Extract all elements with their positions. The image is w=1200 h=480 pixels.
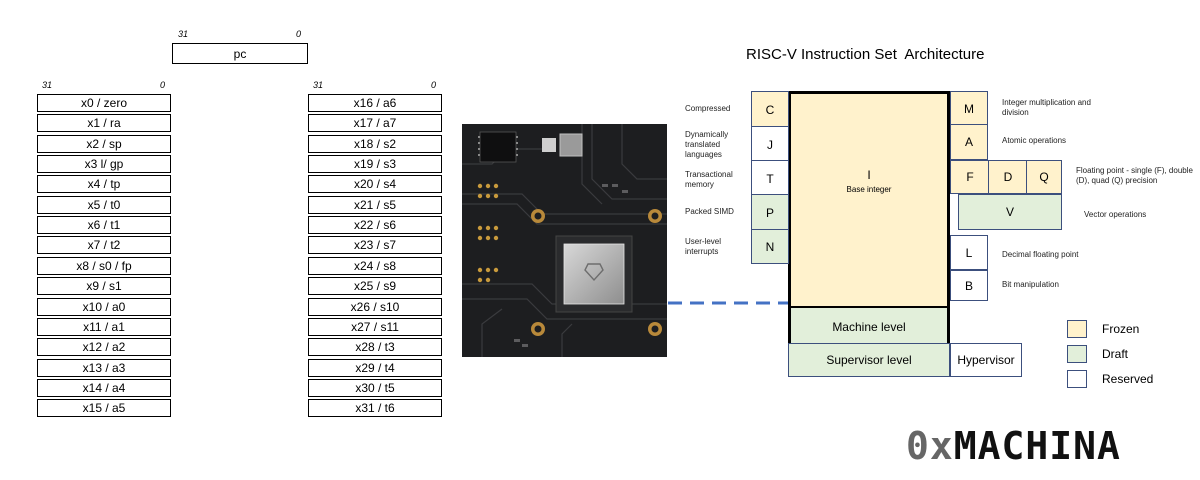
- pc-bit-high: 31: [178, 29, 189, 39]
- ext-b-desc: Bit manipulation: [1002, 280, 1059, 289]
- ext-d-double-float: D: [988, 160, 1028, 194]
- register-cell: x16 / a6: [308, 94, 442, 112]
- hypervisor-block: Hypervisor: [950, 343, 1022, 377]
- ext-m-integer-multiply: M: [950, 91, 988, 126]
- register-cell: x13 / a3: [37, 358, 171, 377]
- ext-a-desc: Atomic operations: [1002, 136, 1067, 145]
- register-cell: x5 / t0: [37, 195, 171, 214]
- ext-p-desc: Packed SIMD: [685, 207, 734, 216]
- register-cell: x28 / t3: [308, 338, 442, 357]
- circuit-board-illustration: [462, 124, 667, 357]
- ext-j-dynamic-translation: J: [751, 126, 789, 163]
- register-cell: x8 / s0 / fp: [37, 256, 171, 275]
- register-cell: x4 / tp: [37, 175, 171, 194]
- logo-prefix: 0x: [906, 424, 954, 468]
- ext-v-desc: Vector operations: [1084, 210, 1147, 219]
- ext-l-desc: Decimal floating point: [1002, 250, 1079, 259]
- register-cell: x17 / a7: [308, 114, 442, 133]
- register-cell: x0 / zero: [37, 94, 171, 112]
- ext-c-desc: Compressed: [685, 104, 731, 113]
- register-cell: x23 / s7: [308, 236, 442, 255]
- ext-q-quad-float: Q: [1026, 160, 1062, 194]
- ext-t-transactional-memory: T: [751, 160, 789, 197]
- legend-draft-label: Draft: [1102, 347, 1129, 361]
- base-integer-label: Base integer: [846, 185, 892, 194]
- left-regfile-bit-low: 0: [160, 80, 166, 90]
- register-cell: x7 / t2: [37, 236, 171, 255]
- register-cell: x31 / t6: [308, 399, 442, 418]
- ext-m-desc: Integer multiplication and division: [1002, 98, 1091, 117]
- register-cell: x15 / a5: [37, 399, 171, 418]
- base-integer-letter: I: [867, 168, 871, 182]
- register-cell: x10 / a0: [37, 297, 171, 316]
- ext-l-decimal-float: L: [950, 235, 988, 270]
- right-regfile-bit-low: 0: [431, 80, 437, 90]
- brand-logo: 0xMACHINA: [906, 424, 1121, 468]
- ext-j-desc: Dynamically translated languages: [685, 130, 729, 159]
- ext-t-desc: Transactional memory: [685, 170, 733, 189]
- register-cell: x18 / s2: [308, 134, 442, 153]
- logo-name: MACHINA: [953, 424, 1121, 468]
- register-cell: x11 / a1: [37, 317, 171, 336]
- ext-a-atomic: A: [950, 124, 988, 160]
- register-cell: x27 / s11: [308, 317, 442, 336]
- register-cell: x6 / t1: [37, 216, 171, 235]
- ext-b-bit-manipulation: B: [950, 270, 988, 301]
- left-regfile-bit-high: 31: [42, 80, 53, 90]
- register-cell: x24 / s8: [308, 256, 442, 275]
- ext-p-packed-simd: P: [751, 194, 789, 231]
- legend-draft-swatch: [1067, 345, 1087, 363]
- supervisor-level-block: Supervisor level: [788, 343, 950, 377]
- register-cell: x30 / t5: [308, 378, 442, 397]
- circuit-board-image: [462, 124, 667, 357]
- register-cell: x20 / s4: [308, 175, 442, 194]
- register-cell: x1 / ra: [37, 114, 171, 133]
- register-cell: x25 / s9: [308, 277, 442, 296]
- ext-n-desc: User-level interrupts: [685, 237, 722, 256]
- register-cell: x9 / s1: [37, 277, 171, 296]
- pc-bit-low: 0: [296, 29, 302, 39]
- register-cell: x26 / s10: [308, 297, 442, 316]
- legend-frozen-label: Frozen: [1102, 322, 1140, 336]
- register-cell: x2 / sp: [37, 134, 171, 153]
- legend-reserved-swatch: [1067, 370, 1087, 388]
- register-cell: x29 / t4: [308, 358, 442, 377]
- legend-frozen-swatch: [1067, 320, 1087, 338]
- legend-reserved-label: Reserved: [1102, 372, 1154, 386]
- register-cell: x12 / a2: [37, 338, 171, 357]
- ext-c-compressed: C: [751, 91, 789, 128]
- ext-f-single-float: F: [950, 160, 990, 194]
- machine-level-block: Machine level: [791, 306, 947, 345]
- ext-v-vector: V: [958, 194, 1062, 230]
- ext-fdq-desc: Floating point - single (F), double (D),…: [1076, 166, 1193, 185]
- register-cell: x14 / a4: [37, 378, 171, 397]
- connector-dashed-line: [668, 301, 788, 305]
- isa-title: RISC-V Instruction Set Architecture: [746, 46, 985, 63]
- base-integer-block: I Base integer Machine level: [788, 91, 950, 348]
- right-regfile-bit-high: 31: [313, 80, 324, 90]
- register-cell: x22 / s6: [308, 216, 442, 235]
- pc-register: pc: [172, 43, 308, 64]
- register-cell: x19 / s3: [308, 155, 442, 174]
- ext-n-user-interrupts: N: [751, 229, 789, 264]
- register-cell: x21 / s5: [308, 195, 442, 214]
- register-cell: x3 l/ gp: [37, 155, 171, 174]
